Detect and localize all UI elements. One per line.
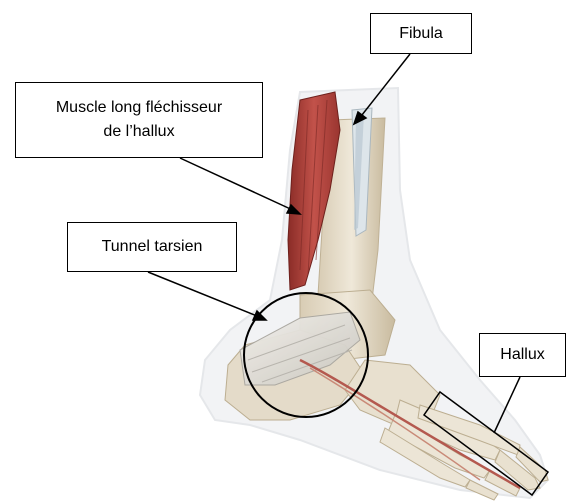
- tunnel-label-box: Tunnel tarsien: [67, 222, 237, 272]
- hallux-label-box: Hallux: [479, 333, 566, 377]
- tunnel-label: Tunnel tarsien: [102, 235, 203, 259]
- muscle-label-box: Muscle long fléchisseur de l’hallux: [15, 82, 263, 158]
- fibula-label-box: Fibula: [370, 13, 472, 54]
- fibula-label: Fibula: [399, 22, 443, 46]
- muscle-leader: [180, 158, 297, 212]
- tunnel-leader: [148, 272, 262, 318]
- hallux-label: Hallux: [500, 343, 544, 367]
- muscle-label-line1: Muscle long fléchisseur: [56, 96, 222, 120]
- muscle-label-line2: de l’hallux: [103, 120, 174, 144]
